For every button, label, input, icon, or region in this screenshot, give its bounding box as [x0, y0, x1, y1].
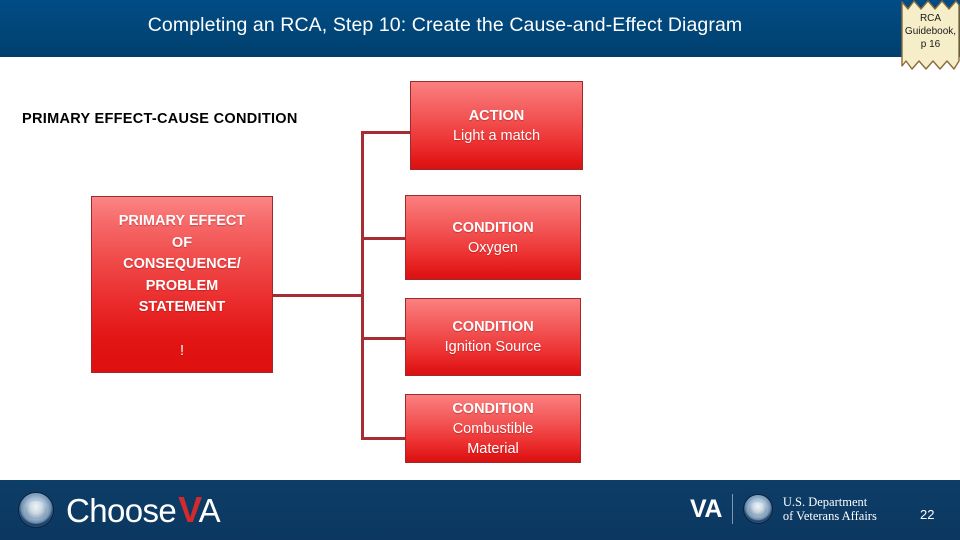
primary-effect-line-4: PROBLEM — [145, 277, 219, 294]
section-label-primary-effect-cause-condition: PRIMARY EFFECT-CAUSE CONDITION — [22, 111, 298, 127]
connector-vertical-trunk — [361, 131, 364, 440]
cause-box-oxygen[interactable]: CONDITION Oxygen — [405, 195, 581, 280]
primary-effect-line-3: CONSEQUENCE/ — [123, 256, 241, 272]
choose-va-word: Choose — [66, 491, 177, 529]
scroll-shape-icon — [901, 0, 960, 70]
page-title: Completing an RCA, Step 10: Create the C… — [147, 14, 743, 36]
connector-branch-combustible — [361, 437, 407, 440]
cause-box-combustible-material[interactable]: CONDITION Combustible Material — [405, 394, 581, 463]
primary-effect-line-5: STATEMENT — [138, 299, 226, 315]
cause-box-type-label: CONDITION — [452, 400, 534, 417]
va-mark: VA — [690, 494, 722, 523]
header-band — [0, 0, 960, 57]
primary-effect-line-1: PRIMARY EFFECT — [118, 213, 246, 229]
va-department-lockup: VA U.S. Department of Veterans Affairs — [690, 494, 877, 524]
scroll-note-line-2: Guidebook, — [904, 26, 957, 37]
primary-effect-line-2: OF — [171, 234, 193, 251]
connector-branch-action — [361, 131, 412, 134]
cause-box-action[interactable]: ACTION Light a match — [410, 81, 583, 170]
connector-primary-to-trunk — [273, 294, 362, 297]
cause-box-type-label: CONDITION — [452, 319, 534, 335]
footer-band — [0, 480, 960, 540]
scroll-note-line-3: p 16 — [920, 39, 941, 50]
primary-effect-box[interactable]: PRIMARY EFFECT OF CONSEQUENCE/ PROBLEM S… — [91, 196, 273, 373]
scroll-note-line-1: RCA — [919, 13, 942, 24]
cause-box-type-label: CONDITION — [452, 219, 534, 236]
page-number: 22 — [920, 507, 935, 522]
va-seal-icon — [18, 492, 54, 528]
cause-box-detail-label: Ignition Source — [444, 339, 542, 355]
cause-box-detail-label: Oxygen — [468, 239, 518, 256]
rca-guidebook-scroll-note: RCA Guidebook, p 16 — [901, 0, 960, 70]
va-department-line-1: U.S. Department — [782, 495, 868, 509]
choose-va-v: V — [178, 488, 202, 530]
cause-box-detail-label: Light a match — [452, 127, 541, 144]
lockup-divider — [731, 494, 733, 524]
choose-va-a: A — [198, 491, 221, 529]
cause-box-type-label: ACTION — [468, 107, 525, 124]
va-seal-icon-small — [742, 494, 773, 524]
va-department-text: U.S. Department of Veterans Affairs — [783, 495, 877, 523]
cause-box-detail-label-1: Combustible — [452, 420, 534, 437]
cause-box-ignition-source[interactable]: CONDITION Ignition Source — [405, 298, 581, 376]
connector-branch-oxygen — [361, 237, 407, 240]
cause-box-detail-label-2: Material — [467, 440, 519, 457]
scroll-note-text: RCA Guidebook, p 16 — [901, 12, 960, 51]
va-department-line-2: of Veterans Affairs — [782, 509, 877, 523]
primary-effect-marker: ! — [179, 342, 185, 359]
connector-branch-ignition — [361, 337, 407, 340]
